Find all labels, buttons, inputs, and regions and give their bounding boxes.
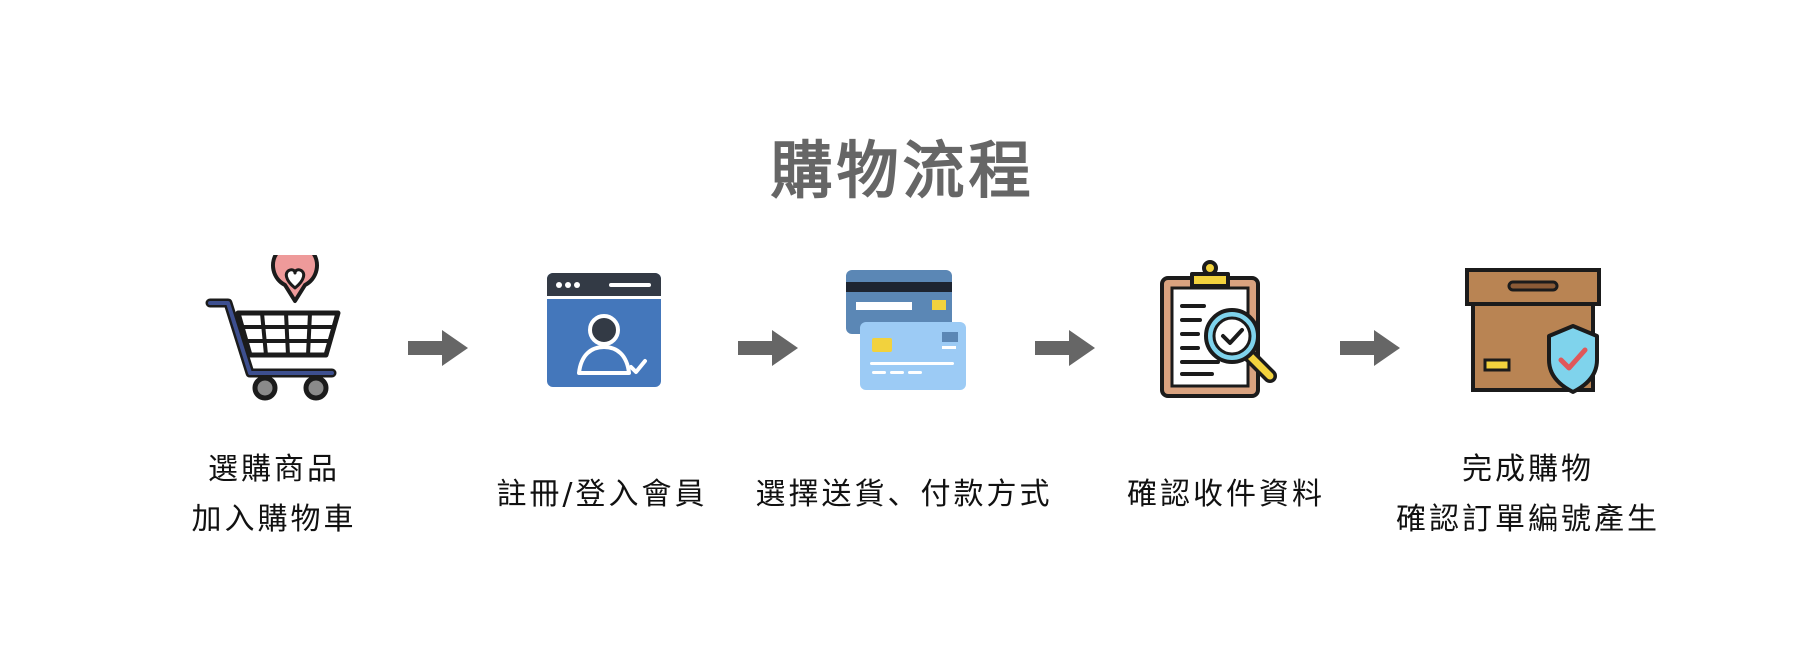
step-label-4-line-1: 確認收件資料 — [1127, 477, 1325, 512]
step-label-3-line-1: 選擇送貨、付款方式 — [755, 477, 1053, 512]
step-label-4: 確認收件資料 — [1066, 470, 1386, 520]
arrow-right-icon — [408, 328, 470, 368]
arrow-right-icon — [738, 328, 800, 368]
user-account-window-icon — [527, 255, 677, 405]
step-label-1: 選購商品 加入購物車 — [114, 445, 434, 545]
arrow-right-icon — [1340, 328, 1402, 368]
page-title: 購物流程 — [770, 134, 1035, 207]
credit-cards-icon — [838, 258, 988, 408]
clipboard-magnifier-check-icon — [1152, 252, 1302, 402]
step-label-2: 註冊/登入會員 — [442, 470, 762, 520]
step-label-1-line-1: 選購商品 — [208, 452, 340, 487]
step-label-2-line-1: 註冊/登入會員 — [496, 477, 708, 512]
shopping-cart-heart-icon — [200, 255, 350, 405]
step-label-5: 完成購物 確認訂單編號產生 — [1368, 445, 1688, 545]
box-shield-check-icon — [1457, 256, 1607, 406]
step-label-5-line-2: 確認訂單編號產生 — [1396, 502, 1660, 537]
step-label-5-line-1: 完成購物 — [1462, 452, 1594, 487]
arrow-right-icon — [1035, 328, 1097, 368]
step-label-3: 選擇送貨、付款方式 — [744, 470, 1064, 520]
step-label-1-line-2: 加入購物車 — [191, 502, 357, 537]
